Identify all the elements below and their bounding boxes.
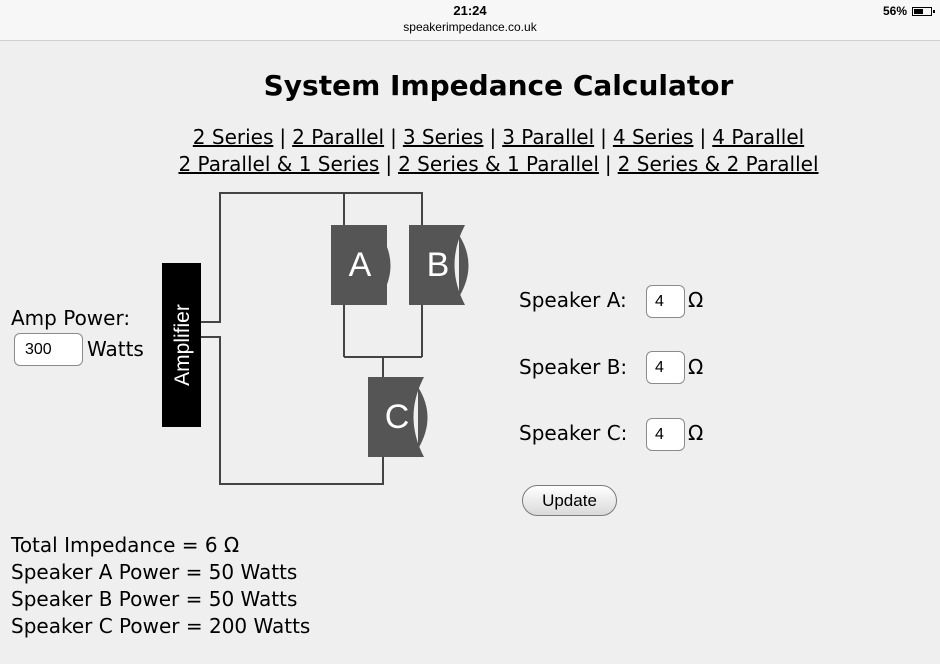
link-separator: | — [385, 152, 393, 176]
link-2-series-2-parallel[interactable]: 2 Series & 2 Parallel — [617, 152, 819, 176]
speaker-a-label: A — [349, 246, 372, 284]
link-separator: | — [699, 125, 707, 149]
speaker-b-field-label: Speaker B: — [519, 355, 628, 379]
link-2-parallel-1-series[interactable]: 2 Parallel & 1 Series — [178, 152, 380, 176]
link-separator: | — [604, 152, 612, 176]
speaker-b-label: B — [427, 246, 450, 284]
speaker-a-icon: A — [331, 225, 391, 305]
page-title: System Impedance Calculator — [263, 69, 734, 102]
link-separator: | — [489, 125, 497, 149]
speaker-c-icon: C — [368, 377, 428, 457]
speaker-c-label: C — [385, 398, 410, 436]
config-links-row-2: 2 Parallel & 1 Series|2 Series & 1 Paral… — [0, 151, 940, 178]
wire-bottom — [201, 336, 384, 485]
link-2-parallel[interactable]: 2 Parallel — [292, 125, 385, 149]
battery-icon — [912, 6, 935, 16]
link-3-series[interactable]: 3 Series — [402, 125, 484, 149]
speaker-a-ohm-unit: Ω — [688, 288, 704, 312]
amplifier-label: Amplifier — [171, 304, 194, 386]
link-4-parallel[interactable]: 4 Parallel — [712, 125, 805, 149]
link-3-parallel[interactable]: 3 Parallel — [502, 125, 595, 149]
total-impedance-result: Total Impedance = 6 Ω — [11, 533, 240, 557]
config-links-row-1: 2 Series|2 Parallel|3 Series|3 Parallel|… — [0, 124, 940, 151]
speaker-b-impedance-input[interactable]: 4 — [646, 351, 685, 384]
link-2-series[interactable]: 2 Series — [192, 125, 274, 149]
amplifier-box — [162, 263, 201, 427]
results: Total Impedance = 6 Ω Speaker A Power = … — [11, 532, 310, 640]
amp-power-input[interactable]: 300 — [14, 333, 83, 366]
speaker-a-field-label: Speaker A: — [519, 288, 627, 312]
speaker-c-power-result: Speaker C Power = 200 Watts — [11, 614, 311, 638]
wires — [201, 192, 423, 485]
battery-fill — [914, 8, 923, 14]
speaker-c-impedance-input[interactable]: 4 — [646, 418, 685, 451]
speaker-b-icon: B — [409, 225, 469, 305]
status-time: 21:24 — [453, 3, 487, 18]
speaker-a-power-result: Speaker A Power = 50 Watts — [11, 560, 298, 584]
link-4-series[interactable]: 4 Series — [612, 125, 694, 149]
speaker-c-ohm-unit: Ω — [688, 421, 704, 445]
battery-percent: 56% — [882, 4, 907, 18]
amplifier: Amplifier — [162, 263, 201, 427]
status-bar: 21:24 speakerimpedance.co.uk 56% — [0, 0, 940, 41]
battery-indicator: 56% — [882, 4, 935, 18]
link-separator: | — [390, 125, 397, 149]
wire-top — [201, 192, 423, 323]
link-separator: | — [600, 125, 607, 149]
link-2-series-1-parallel[interactable]: 2 Series & 1 Parallel — [398, 152, 599, 176]
amp-power-units: Watts — [87, 337, 144, 361]
speaker-c-field-label: Speaker C: — [519, 421, 628, 445]
wiring-diagram: Amplifier A B C — [162, 192, 469, 485]
speaker-b-ohm-unit: Ω — [688, 355, 704, 379]
amp-power-label: Amp Power: — [11, 306, 131, 330]
update-button[interactable]: Update — [522, 485, 617, 516]
link-separator: | — [279, 125, 287, 149]
address-url[interactable]: speakerimpedance.co.uk — [403, 20, 537, 34]
speaker-a-impedance-input[interactable]: 4 — [646, 285, 685, 318]
speaker-b-power-result: Speaker B Power = 50 Watts — [11, 587, 298, 611]
